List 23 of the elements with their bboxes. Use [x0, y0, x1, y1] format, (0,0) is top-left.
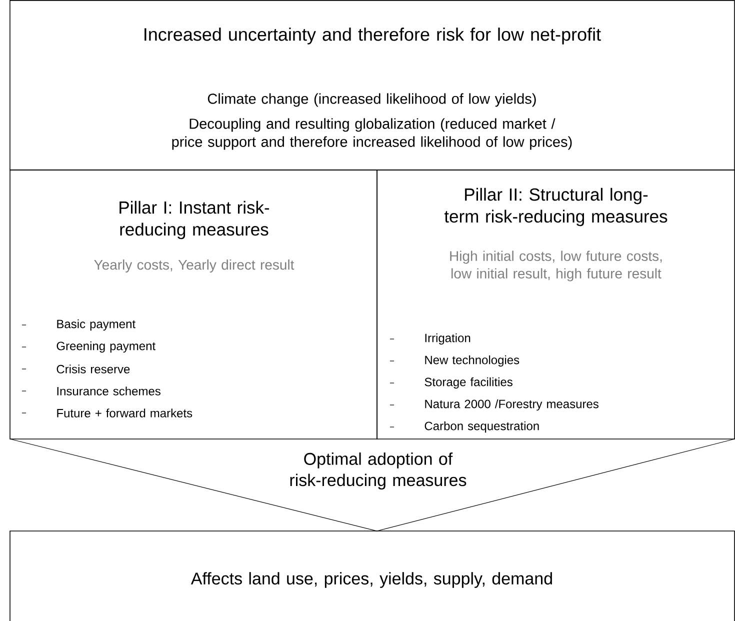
list-item: Basic payment	[22, 319, 136, 331]
list-item: Crisis reserve	[22, 364, 130, 374]
list-item: Storage facilities	[390, 377, 512, 389]
heading: Increased uncertainty and therefore risk for low net-profit	[144, 28, 601, 44]
heading: Affects land use, prices, yields, supply, demand	[190, 572, 552, 588]
panel	[376, 170, 735, 440]
subtitle: High initial costs, low future costs, low initial result, high future result	[450, 250, 662, 282]
list-item: Irrigation	[390, 333, 470, 345]
text: Climate change (increased likelihood of low yields)	[208, 93, 536, 107]
list-item: Natura 2000 /Forestry measures	[390, 399, 598, 411]
list-item: New technologies	[390, 355, 520, 367]
heading: Optimal adoption of risk-reducing measures	[290, 452, 466, 490]
text-box	[10, 530, 735, 621]
list-item: Carbon sequestration	[390, 421, 539, 433]
list-item: Insurance schemes	[22, 386, 160, 396]
text-box	[10, 0, 735, 170]
subtitle: Yearly costs, Yearly direct result	[94, 259, 294, 273]
list-item: Future + forward markets	[22, 408, 192, 418]
list-item: Greening payment	[22, 341, 156, 353]
panel	[10, 170, 378, 440]
heading: Pillar I: Instant risk-reducing measures	[120, 200, 270, 240]
heading: Pillar II: Structural long-term risk-reducing measures	[444, 188, 668, 226]
text: Decoupling and resulting globalization (reduced market / price support and therefore increased likelihood of low prices)	[172, 118, 572, 150]
